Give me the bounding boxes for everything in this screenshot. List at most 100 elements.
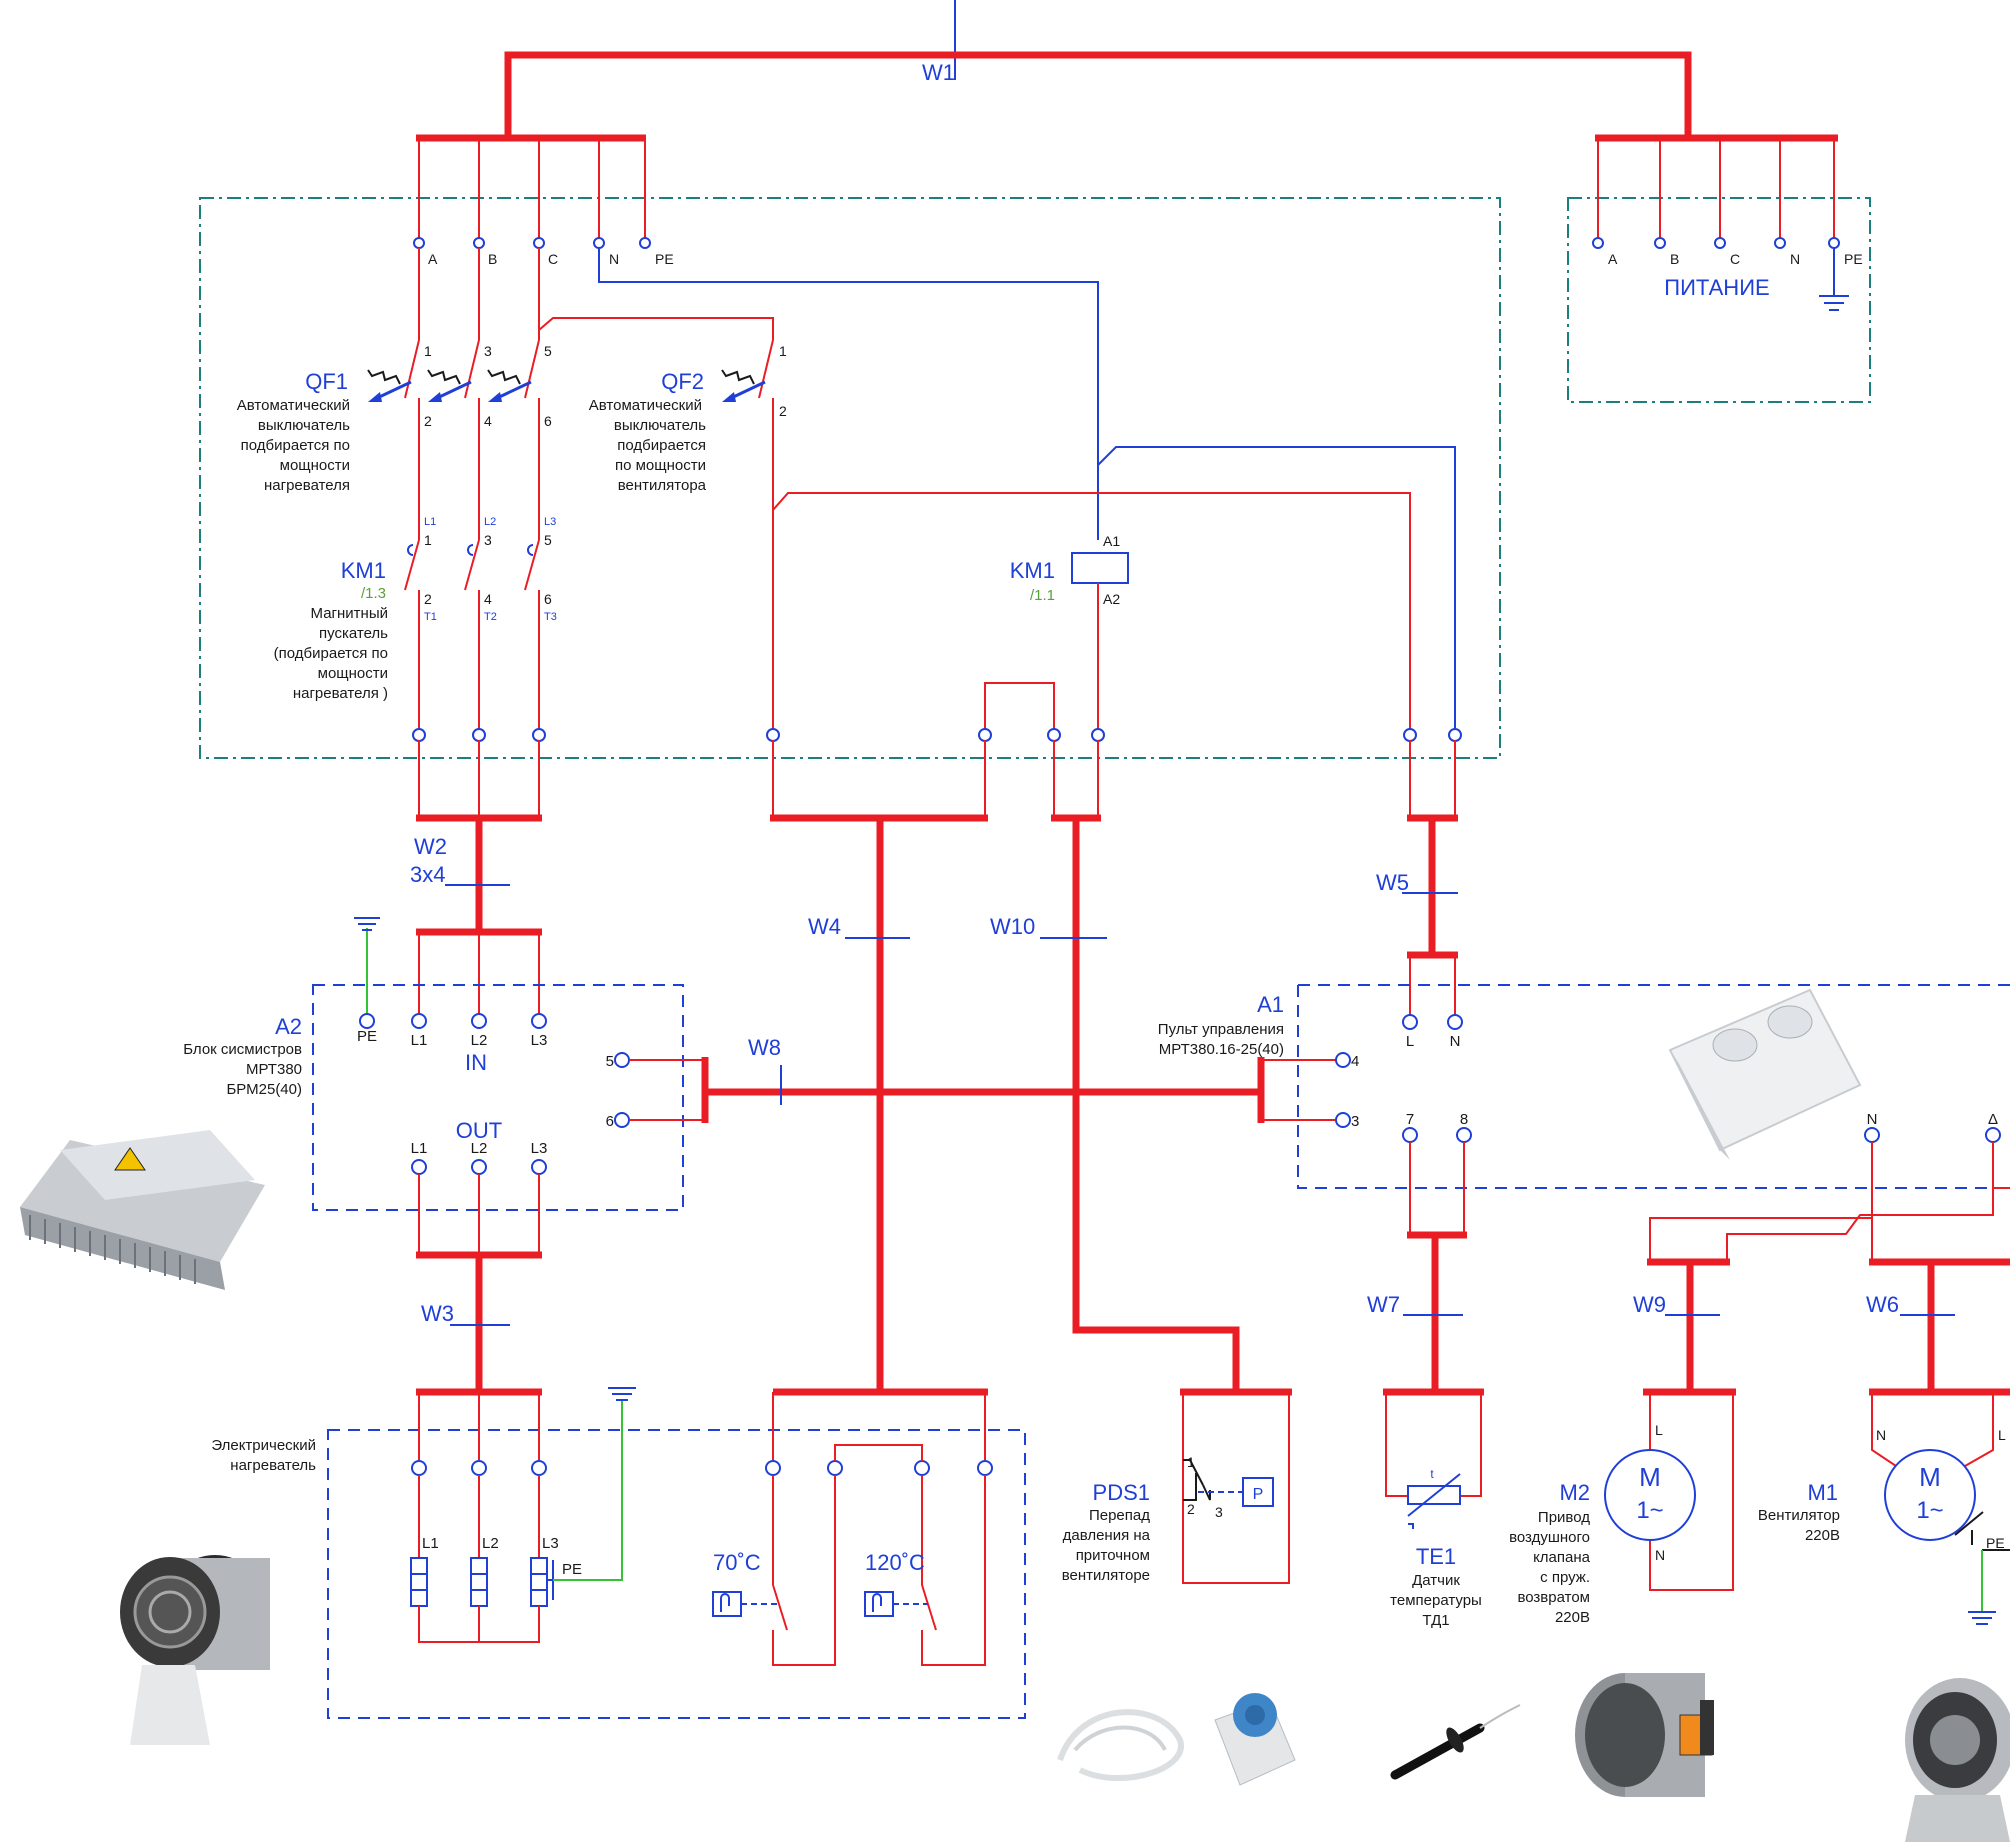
cable-label-w2: W2	[414, 834, 447, 859]
svg-text:t: t	[1430, 1467, 1434, 1481]
m2-actuator: M 1~ L N M2 Привод воздушного клапана с …	[1509, 1388, 1736, 1626]
cable-w8: W8	[629, 1035, 1336, 1123]
heater-thermostats: 70˚C 120˚C	[712, 1388, 993, 1666]
km1-pin-6: 6	[544, 591, 552, 607]
a2-block: PE L1 L2 L3 IN OUT L1 L2 L3 5 6 A2 Блок …	[183, 917, 630, 1175]
qf1-pin-4: 4	[484, 413, 492, 429]
a1-panel: L N 4 3 7 8 N Δ A1 Пульт управления МРТ3…	[1158, 992, 2001, 1143]
qf2-desc-2: выключатель	[614, 417, 706, 434]
m2-desc-3: клапана	[1533, 1549, 1591, 1566]
supply-terminals: A B C N PE ПИТАНИЕ	[1592, 138, 1863, 311]
km1-l2: L2	[484, 516, 496, 528]
a1-pin-8: 8	[1460, 1111, 1468, 1128]
thermostat-70: 70˚C	[713, 1550, 761, 1575]
a1-l: L	[1406, 1033, 1414, 1050]
supply-c: C	[1730, 251, 1740, 267]
pds1-desc-2: давления на	[1063, 1527, 1151, 1544]
a1-tag: A1	[1257, 992, 1284, 1017]
control-panel-photo	[1668, 988, 1862, 1160]
qf1-tag: QF1	[305, 369, 348, 394]
qf2-desc-1: Автоматический	[589, 397, 702, 414]
a2-in-l3: L3	[531, 1032, 548, 1049]
qf2-desc-4: по мощности	[615, 457, 706, 474]
cable-label-w1: W1	[922, 60, 955, 85]
board-feed-drops: A B C N PE	[413, 138, 674, 267]
a2-in-l1: L1	[411, 1032, 428, 1049]
heater-l1: L1	[422, 1535, 439, 1552]
heater-frame	[327, 1429, 1026, 1719]
qf2-desc-3: подбирается	[617, 437, 706, 454]
te1-desc-1: Датчик	[1412, 1572, 1460, 1589]
m1-n: N	[1876, 1427, 1886, 1443]
km1-ref: /1.3	[361, 585, 386, 602]
qf1-pin-6: 6	[544, 413, 552, 429]
heater-photo	[120, 1555, 270, 1745]
board-output-terminals	[412, 728, 1462, 742]
coil-a1: A1	[1103, 533, 1120, 549]
pds1-p: P	[1253, 1486, 1264, 1503]
m2-desc-1: Привод	[1538, 1509, 1590, 1526]
km1-t2: T2	[484, 611, 497, 623]
term-a: A	[428, 251, 438, 267]
qf2-breaker: 1 2 QF2 Автоматический выключатель подби…	[538, 317, 1411, 730]
pds1-pin-2: 2	[1187, 1501, 1195, 1517]
a2-out-l1: L1	[411, 1140, 428, 1157]
m1-fan: M 1~ N L PE M1 Вентилятор 220В	[1758, 1388, 2010, 1625]
qf1-desc-3: подбирается по	[241, 437, 350, 454]
te1-tag: TE1	[1416, 1544, 1456, 1569]
damper-actuator-photo	[1575, 1673, 1714, 1797]
qf1-pin-2: 2	[424, 413, 432, 429]
qf1-desc-1: Автоматический	[237, 397, 350, 414]
km1-desc-3: (подбирается по	[274, 645, 388, 662]
cable-label-w10: W10	[990, 914, 1035, 939]
te1-desc-3: ТД1	[1422, 1612, 1449, 1629]
te1-sensor: t TE1 Датчик температуры ТД1	[1383, 1388, 1484, 1629]
cable-w7: W7	[1367, 1142, 1467, 1392]
supply-label: ПИТАНИЕ	[1664, 275, 1769, 300]
cable-label-w4: W4	[808, 914, 841, 939]
a1-pin-4: 4	[1351, 1053, 1359, 1070]
te1-desc-2: температуры	[1390, 1592, 1482, 1609]
m2-l: L	[1655, 1422, 1663, 1438]
pds1-desc-1: Перепад	[1089, 1507, 1150, 1524]
m1-phase: 1~	[1916, 1497, 1943, 1524]
km1-pin-5: 5	[544, 532, 552, 548]
km1-t1: T1	[424, 611, 437, 623]
km1-desc-2: пускатель	[319, 625, 388, 642]
supply-b: B	[1670, 251, 1679, 267]
temperature-sensor-photo	[1390, 1704, 1521, 1780]
pds1-desc-4: вентиляторе	[1062, 1567, 1150, 1584]
feed-cable-w1: W1	[416, 0, 1838, 142]
pds1-tag: PDS1	[1093, 1480, 1150, 1505]
km1-coil: A1 A2 KM1 /1.1	[1010, 533, 1129, 730]
m1-tag: M1	[1807, 1480, 1838, 1505]
a2-desc-1: Блок сисмистров	[183, 1041, 302, 1058]
qf1-pin-1: 1	[424, 343, 432, 359]
switchboard-frame	[199, 197, 1501, 759]
a2-out-l3: L3	[531, 1140, 548, 1157]
cable-label-w8: W8	[748, 1035, 781, 1060]
m1-pe: PE	[1986, 1535, 2005, 1551]
a2-pin-5: 5	[606, 1053, 614, 1070]
cable-label-w9: W9	[1633, 1292, 1666, 1317]
km1-pin-1: 1	[424, 532, 432, 548]
km1-contacts: L1 L2 L3 1 3 5 2 4 6 T1 T2 T3 KM1 /1.3 М…	[274, 516, 557, 730]
m2-tag: M2	[1559, 1480, 1590, 1505]
heater-l3: L3	[542, 1535, 559, 1552]
km1-desc-5: нагревателя )	[293, 685, 388, 702]
neutral-to-panel-wire	[1097, 446, 1456, 728]
a2-out-l2: L2	[471, 1140, 488, 1157]
m1-l: L	[1998, 1427, 2006, 1443]
m2-desc-2: воздушного	[1509, 1529, 1590, 1546]
supply-a: A	[1608, 251, 1618, 267]
cable-w4-w10: W4 W10	[770, 740, 1240, 1392]
qf1-desc-5: нагревателя	[264, 477, 350, 494]
a1-desc-1: Пульт управления	[1158, 1021, 1284, 1038]
a2-desc-3: БРМ25(40)	[226, 1081, 302, 1098]
term-pe: PE	[655, 251, 674, 267]
a1-pin-7: 7	[1406, 1111, 1414, 1128]
cable-w5: W5	[1376, 740, 1458, 1016]
thermostat-120: 120˚C	[865, 1550, 925, 1575]
a1-fan-n: N	[1867, 1111, 1878, 1128]
